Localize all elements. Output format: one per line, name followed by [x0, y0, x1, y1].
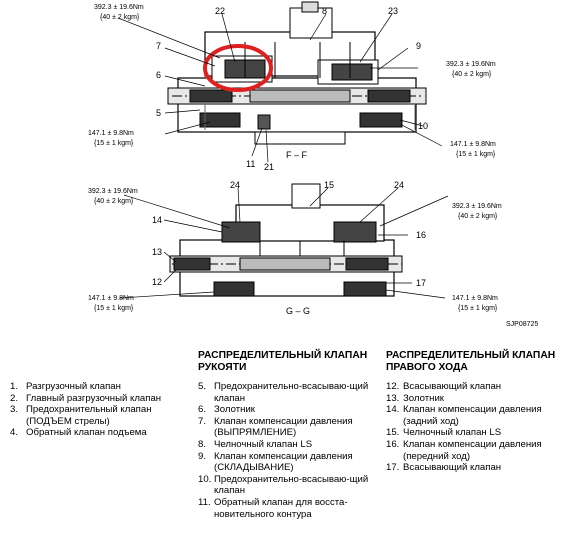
callout-21: 21	[264, 162, 274, 172]
torque-label-gg-bot-left-kgm: {15 ± 1 kgm}	[94, 305, 134, 312]
legend-item: 9.Клапан компенсации давления (СКЛАДЫВАН…	[198, 450, 353, 474]
legend-item: 2.Главный разгрузочный клапан	[10, 392, 162, 404]
legend-column-travel: РАСПРЕДЕЛИТЕЛЬНЫЙ КЛАПАН ПРАВОГО ХОДА 12…	[386, 350, 566, 474]
callout-5: 5	[156, 108, 161, 118]
torque-label-mid-right: 147.1 ± 9.8Nm	[450, 141, 496, 148]
legend-heading-arm: РАСПРЕДЕЛИТЕЛЬНЫЙ КЛАПАН РУКОЯТИ	[198, 350, 368, 373]
torque-label-gg-top-left: 392.3 ± 19.6Nm	[88, 188, 138, 195]
legend-item: 11.Обратный клапан для восста-новительно…	[198, 496, 348, 520]
legend-item: 1.Разгрузочный клапан	[10, 381, 121, 392]
legend-item: 13.Золотник	[386, 392, 444, 404]
callout-12: 12	[152, 277, 162, 287]
callout-23: 23	[388, 6, 398, 16]
callout-24-right: 24	[394, 180, 404, 190]
torque-label-gg-top-left-kgm: {40 ± 2 kgm}	[94, 198, 134, 205]
callout-24-left: 24	[230, 180, 240, 190]
torque-label-gg-bot-right: 147.1 ± 9.8Nm	[452, 295, 498, 302]
drawing-code: SJP08725	[506, 321, 538, 328]
legend-item: 16.Клапан компенсации давления (передний…	[386, 438, 542, 462]
torque-label-top-right: 392.3 ± 19.6Nm	[446, 61, 496, 68]
callout-14: 14	[152, 215, 162, 225]
legend-item: 4.Обратный клапан подъема	[10, 427, 147, 439]
torque-label-top-left-kgm: {40 ± 2 kgm}	[100, 14, 140, 21]
section-label-ff: F – F	[286, 150, 308, 160]
section-ff-drawing	[167, 1, 427, 145]
callout-11: 11	[246, 159, 255, 169]
torque-label-gg-top-right-kgm: {40 ± 2 kgm}	[458, 213, 498, 220]
callout-13: 13	[152, 247, 162, 257]
legend-item: 17.Всасывающий клапан	[386, 462, 502, 474]
section-gg-drawing	[169, 183, 403, 297]
legend-item: 7.Клапан компенсации давления (ВЫПРЯМЛЕН…	[198, 415, 353, 439]
torque-label-top-left: 392.3 ± 19.6Nm	[94, 4, 144, 11]
callout-16: 16	[416, 230, 426, 240]
callout-17: 17	[416, 278, 426, 288]
callout-9: 9	[416, 41, 421, 51]
legend-item: 8.Челночный клапан LS	[198, 438, 313, 450]
callout-15: 15	[324, 180, 334, 190]
legend-item: 12.Всасывающий клапан	[386, 381, 502, 392]
valve-drawing: 392.3 ± 19.6Nm {40 ± 2 kgm} 392.3 ± 19.6…	[88, 1, 538, 328]
torque-label-gg-bot-left: 147.1 ± 9.8Nm	[88, 295, 134, 302]
legend-item: 3.Предохранительный клапан (ПОДЪЕМ стрел…	[10, 404, 152, 427]
legend-heading-travel: РАСПРЕДЕЛИТЕЛЬНЫЙ КЛАПАН ПРАВОГО ХОДА	[386, 350, 556, 373]
torque-label-gg-bot-right-kgm: {15 ± 1 kgm}	[458, 305, 498, 312]
highlight-circle	[203, 44, 273, 92]
section-label-gg: G – G	[286, 306, 310, 316]
callout-6: 6	[156, 70, 161, 80]
legend-item: 14.Клапан компенсации давления (задний х…	[386, 404, 542, 427]
callout-8: 8	[322, 6, 327, 16]
torque-label-mid-left: 147.1 ± 9.8Nm	[88, 130, 134, 137]
legend-item: 6.Золотник	[198, 404, 255, 416]
callout-10: 10	[418, 121, 428, 131]
torque-label-mid-left-kgm: {15 ± 1 kgm}	[94, 140, 134, 147]
legend-item: 15.Челночный клапан LS	[386, 427, 502, 439]
legend-item: 10.Предохранительно-всасываю-щий клапан	[198, 473, 369, 497]
torque-label-mid-right-kgm: {15 ± 1 kgm}	[456, 151, 496, 158]
callout-7: 7	[156, 41, 161, 51]
legend-column-1: 1.Разгрузочный клапан 2.Главный разгрузо…	[10, 381, 195, 439]
legend-column-arm: РАСПРЕДЕЛИТЕЛЬНЫЙ КЛАПАН РУКОЯТИ 5.Предо…	[198, 350, 378, 520]
callout-22: 22	[215, 6, 225, 16]
torque-label-gg-top-right: 392.3 ± 19.6Nm	[452, 203, 502, 210]
torque-label-top-right-kgm: {40 ± 2 kgm}	[452, 71, 492, 78]
legend-item: 5.Предохранительно-всасываю-щий клапан	[198, 381, 369, 404]
